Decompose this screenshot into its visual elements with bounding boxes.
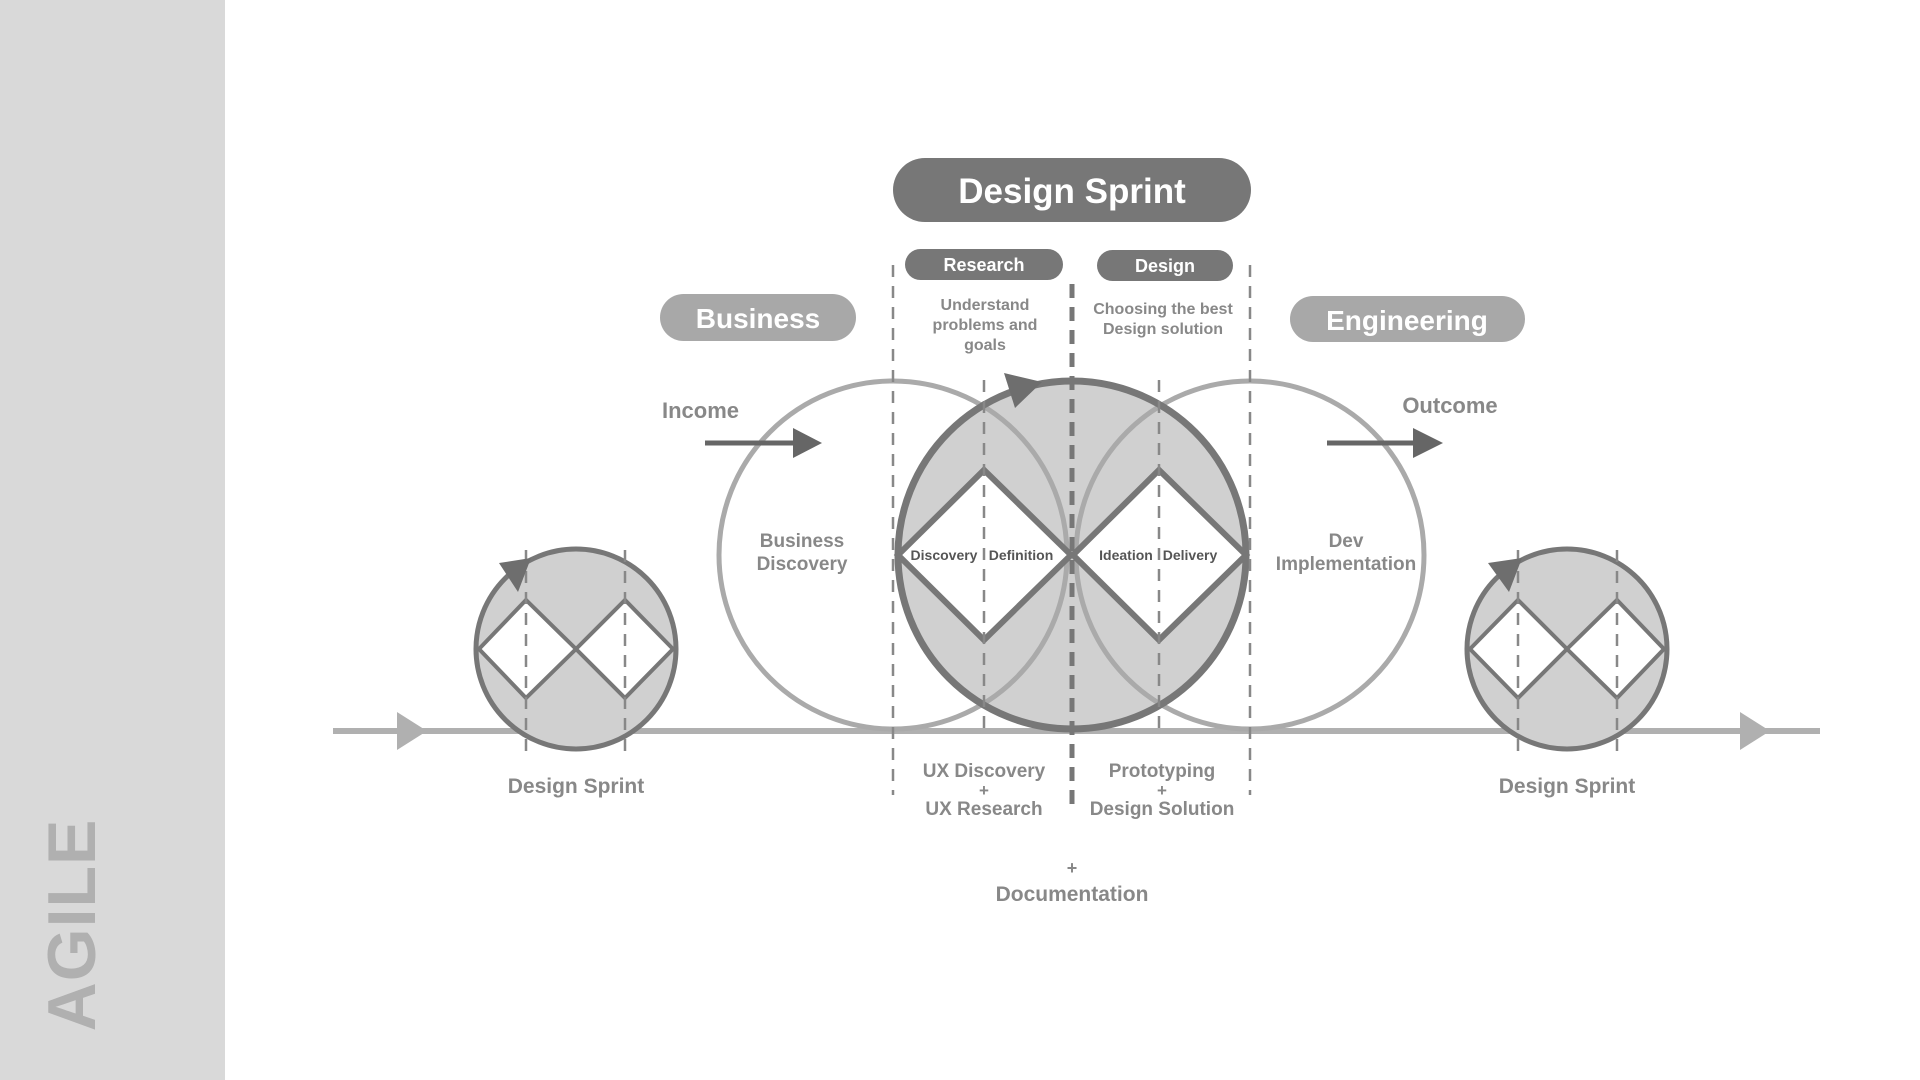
design-output-line: Prototyping bbox=[1109, 761, 1216, 782]
design-description-line: Design solution bbox=[1103, 321, 1223, 338]
design-outputs: Prototyping + Design Solution bbox=[1090, 761, 1235, 820]
research-description-line: Understand bbox=[941, 297, 1030, 314]
design-output-line: Design Solution bbox=[1090, 799, 1235, 820]
diamond-label-delivery: Delivery bbox=[1163, 547, 1218, 563]
mini-sprint-left: Design Sprint bbox=[473, 546, 679, 798]
income-arrow-icon bbox=[793, 428, 822, 458]
sidebar: AGILE bbox=[0, 0, 225, 1080]
business-label: Business bbox=[696, 303, 821, 334]
mini-diamond-right-2 bbox=[1564, 597, 1667, 701]
diamond-label-discovery: Discovery bbox=[911, 547, 978, 563]
design-pill bbox=[1097, 250, 1233, 281]
design-label: Design bbox=[1135, 256, 1195, 276]
timeline-arrow-start-icon bbox=[397, 712, 427, 750]
research-description: Understand problems and goals bbox=[933, 297, 1038, 354]
design-sprint-pill bbox=[893, 158, 1251, 222]
cycle-arrow-icon bbox=[1004, 373, 1042, 408]
mini-sprint-right-outline bbox=[1464, 546, 1670, 752]
business-discovery-line: Business bbox=[760, 531, 844, 552]
mini-cycle-arrow-left-icon bbox=[499, 558, 531, 592]
mini-sprint-left-label: Design Sprint bbox=[508, 775, 645, 798]
engineering-label: Engineering bbox=[1326, 305, 1488, 336]
mini-sprint-left-outline bbox=[473, 546, 679, 752]
business-discovery-line: Discovery bbox=[757, 554, 848, 575]
design-description-line: Choosing the best bbox=[1093, 301, 1233, 318]
research-description-line: problems and bbox=[933, 317, 1038, 334]
design-sprint-header: Design Sprint bbox=[893, 158, 1251, 222]
dev-implementation-line: Dev bbox=[1329, 531, 1364, 552]
outcome-arrow-icon bbox=[1413, 428, 1443, 458]
diamond-label-ideation: Ideation bbox=[1099, 547, 1153, 563]
documentation-label: Documentation bbox=[996, 883, 1149, 906]
research-label: Research bbox=[943, 255, 1024, 275]
research-description-line: goals bbox=[964, 337, 1006, 354]
income-label: Income bbox=[662, 398, 739, 423]
research-output-plus: + bbox=[979, 781, 989, 800]
diamond-label-definition: Definition bbox=[989, 547, 1054, 563]
research-outputs: UX Discovery + UX Research bbox=[923, 761, 1046, 820]
research-output-line: UX Discovery bbox=[923, 761, 1046, 782]
dev-implementation-line: Implementation bbox=[1276, 554, 1416, 575]
research-output-line: UX Research bbox=[925, 799, 1042, 820]
guide-lines bbox=[891, 265, 1252, 810]
engineering-pill bbox=[1290, 296, 1525, 342]
design-sprint-title: Design Sprint bbox=[958, 172, 1186, 211]
business-pill bbox=[660, 294, 856, 341]
mini-sprint-right: Design Sprint bbox=[1464, 546, 1670, 798]
mini-diamond-left-2 bbox=[573, 597, 676, 701]
timeline-arrow-end-icon bbox=[1740, 712, 1770, 750]
design-output-plus: + bbox=[1157, 781, 1167, 800]
outcome-label: Outcome bbox=[1402, 393, 1497, 418]
research-pill bbox=[905, 249, 1063, 280]
design-description: Choosing the best Design solution bbox=[1093, 301, 1233, 338]
shared-output-plus: + bbox=[1067, 858, 1078, 878]
mini-sprint-right-label: Design Sprint bbox=[1499, 775, 1636, 798]
mini-cycle-arrow-right-icon bbox=[1488, 558, 1522, 592]
shared-outputs: + Documentation bbox=[996, 858, 1149, 906]
